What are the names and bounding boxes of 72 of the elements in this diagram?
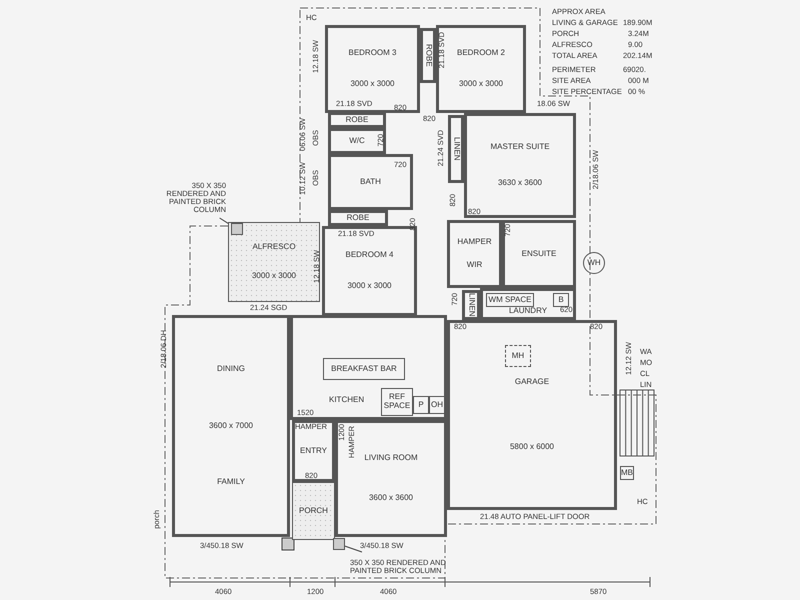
- room-label: KITCHEN: [329, 396, 364, 405]
- room-outline: [413, 396, 429, 414]
- room-outline: [335, 420, 447, 537]
- room-label: LAUNDRY: [508, 307, 548, 316]
- water-heater-symbol: [583, 252, 605, 274]
- room-outline: [447, 220, 502, 288]
- breakfast-bar: [323, 358, 405, 380]
- brick-column: [231, 223, 243, 235]
- room-label: GARAGE: [514, 378, 550, 388]
- room-outline: [502, 220, 576, 288]
- room-label: HAMPER: [457, 238, 492, 247]
- room-dimensions: 3000 x 3000: [350, 80, 395, 89]
- room-outline: [228, 222, 320, 302]
- room-outline: [464, 113, 576, 218]
- room-label: BATH: [360, 178, 381, 186]
- room-dimensions: 3000 x 3000: [347, 282, 392, 291]
- room-dimensions: 5800 x 6000: [510, 442, 554, 452]
- room-label: BEDROOM 2: [456, 49, 505, 58]
- room-label: FAMILY: [217, 478, 245, 487]
- room-label: MH: [512, 352, 524, 360]
- room-outline: [480, 288, 576, 320]
- room-outline: [381, 388, 413, 416]
- room-dimensions: 3000 x 3000: [252, 272, 296, 281]
- room-outline: [328, 154, 413, 210]
- room-label: WH: [587, 258, 601, 268]
- room-dimensions: 3630 x 3600: [498, 179, 542, 188]
- room-outline: [420, 28, 436, 83]
- room-outline: [325, 25, 420, 113]
- room-label: LINEN: [452, 137, 460, 161]
- room-label: LINEN: [466, 293, 476, 317]
- leader-line: [344, 546, 362, 552]
- room-outline: [328, 112, 386, 128]
- room-outline: [436, 25, 526, 113]
- room-label: ROBE: [346, 116, 368, 124]
- room-label: WM SPACE: [488, 296, 532, 304]
- room-label: BEDROOM 3: [348, 49, 396, 58]
- room-label: ALFRESCO: [252, 243, 296, 252]
- manhole-symbol: [505, 345, 531, 367]
- room-outline: [172, 315, 290, 537]
- room-dimensions: 3600 x 7000: [208, 422, 254, 430]
- room-outline: [553, 293, 569, 307]
- room-outline: [462, 290, 480, 320]
- room-label: MB: [621, 468, 633, 478]
- meter-box: [620, 466, 634, 480]
- room-label: OH: [431, 400, 443, 410]
- room-label: PORCH: [299, 506, 328, 516]
- room-label: MASTER SUITE: [490, 143, 550, 152]
- room-label: W/C: [349, 136, 365, 146]
- room-outline: [328, 210, 388, 226]
- room-label: B: [558, 296, 564, 304]
- room-outline: [486, 293, 534, 307]
- room-label: BREAKFAST BAR: [331, 364, 397, 374]
- room-outline: [429, 396, 445, 414]
- room-dimensions: 3000 x 3000: [458, 80, 504, 89]
- room-outline: [292, 482, 335, 540]
- room-label: ENTRY: [300, 446, 327, 456]
- room-label: P: [418, 400, 424, 410]
- room-outline: [290, 315, 447, 420]
- room-label: DINING: [217, 365, 245, 374]
- room-outline: [447, 320, 617, 510]
- room-label: REF SPACE: [382, 393, 412, 411]
- room-label: WIR: [466, 261, 482, 270]
- room-label: ENSUITE: [522, 250, 556, 258]
- room-outline: [292, 420, 335, 482]
- room-label: ROBE: [424, 44, 432, 67]
- brick-column: [333, 538, 345, 550]
- room-label: LIVING ROOM: [364, 454, 418, 463]
- room-dimensions: 3600 x 3600: [368, 494, 414, 503]
- room-label: ROBE: [346, 214, 370, 222]
- room-label: BEDROOM 4: [345, 251, 394, 260]
- room-outline: [328, 128, 386, 154]
- room-outline: [448, 115, 464, 183]
